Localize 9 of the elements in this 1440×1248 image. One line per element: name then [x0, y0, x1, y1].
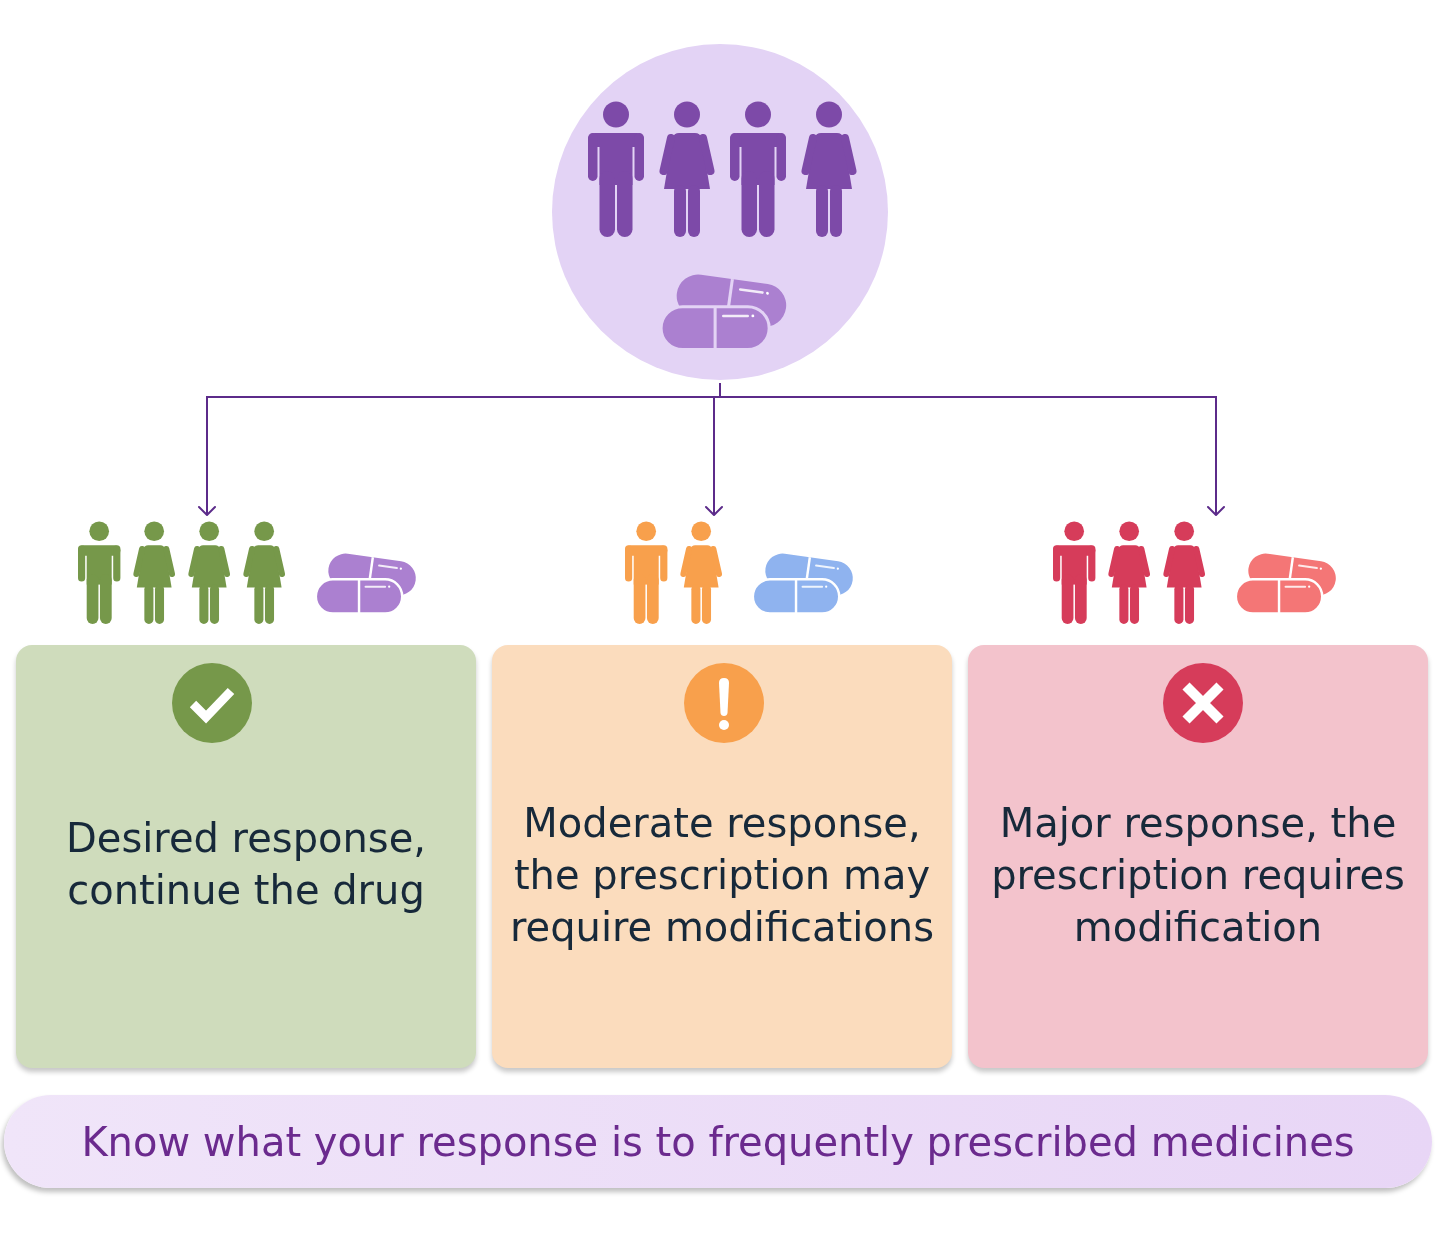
- response-card: [16, 645, 476, 1068]
- response-text: Desired response, continue the drug: [65, 815, 426, 913]
- arrow: [719, 382, 1225, 516]
- response-card: [968, 645, 1428, 1068]
- response-text: Moderate response, the prescription may require modifications: [510, 800, 934, 950]
- banner-text: Know what your response is to frequently prescribed medicines: [81, 1118, 1355, 1165]
- response-text: Major response, the prescription requires modification: [991, 800, 1405, 950]
- banner: [4, 1095, 1432, 1188]
- response-card: [492, 645, 952, 1068]
